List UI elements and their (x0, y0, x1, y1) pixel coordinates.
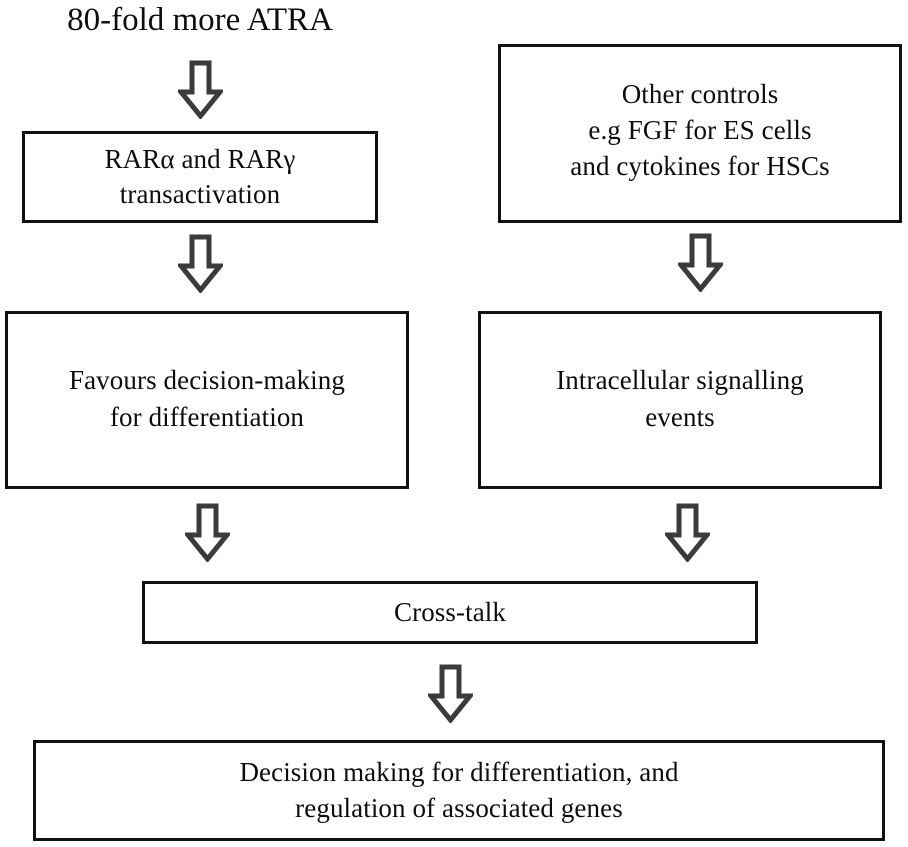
node-intracellular-signalling-label: Intracellular signalling events (556, 365, 804, 432)
node-atra-dose-label: 80-fold more ATRA (67, 2, 333, 38)
node-rar-transactivation-label: RARα and RARγ transactivation (104, 143, 296, 209)
down-arrow-icon-crosstalk-to-decision (428, 664, 473, 723)
node-rar-transactivation: RARα and RARγ transactivation (22, 131, 378, 223)
node-other-controls: Other controls e.g FGF for ES cells and … (498, 44, 902, 223)
node-favours-decision: Favours decision-making for differentiat… (5, 311, 409, 489)
down-arrow-icon-intracellular-to-crosstalk (665, 503, 710, 562)
down-arrow-icon-controls-to-intracellular (678, 233, 723, 292)
node-favours-decision-label: Favours decision-making for differentiat… (68, 365, 345, 432)
node-decision-making-label: Decision making for differentiation, and… (239, 756, 679, 823)
down-arrow-icon-atra-to-rar (178, 60, 223, 119)
node-cross-talk-label: Cross-talk (394, 596, 506, 627)
node-decision-making: Decision making for differentiation, and… (33, 740, 885, 841)
node-cross-talk: Cross-talk (142, 581, 758, 644)
node-other-controls-label: Other controls e.g FGF for ES cells and … (570, 79, 830, 182)
down-arrow-icon-favours-to-crosstalk (185, 503, 230, 562)
down-arrow-icon-rar-to-favours (178, 234, 223, 293)
node-intracellular-signalling: Intracellular signalling events (478, 311, 882, 489)
